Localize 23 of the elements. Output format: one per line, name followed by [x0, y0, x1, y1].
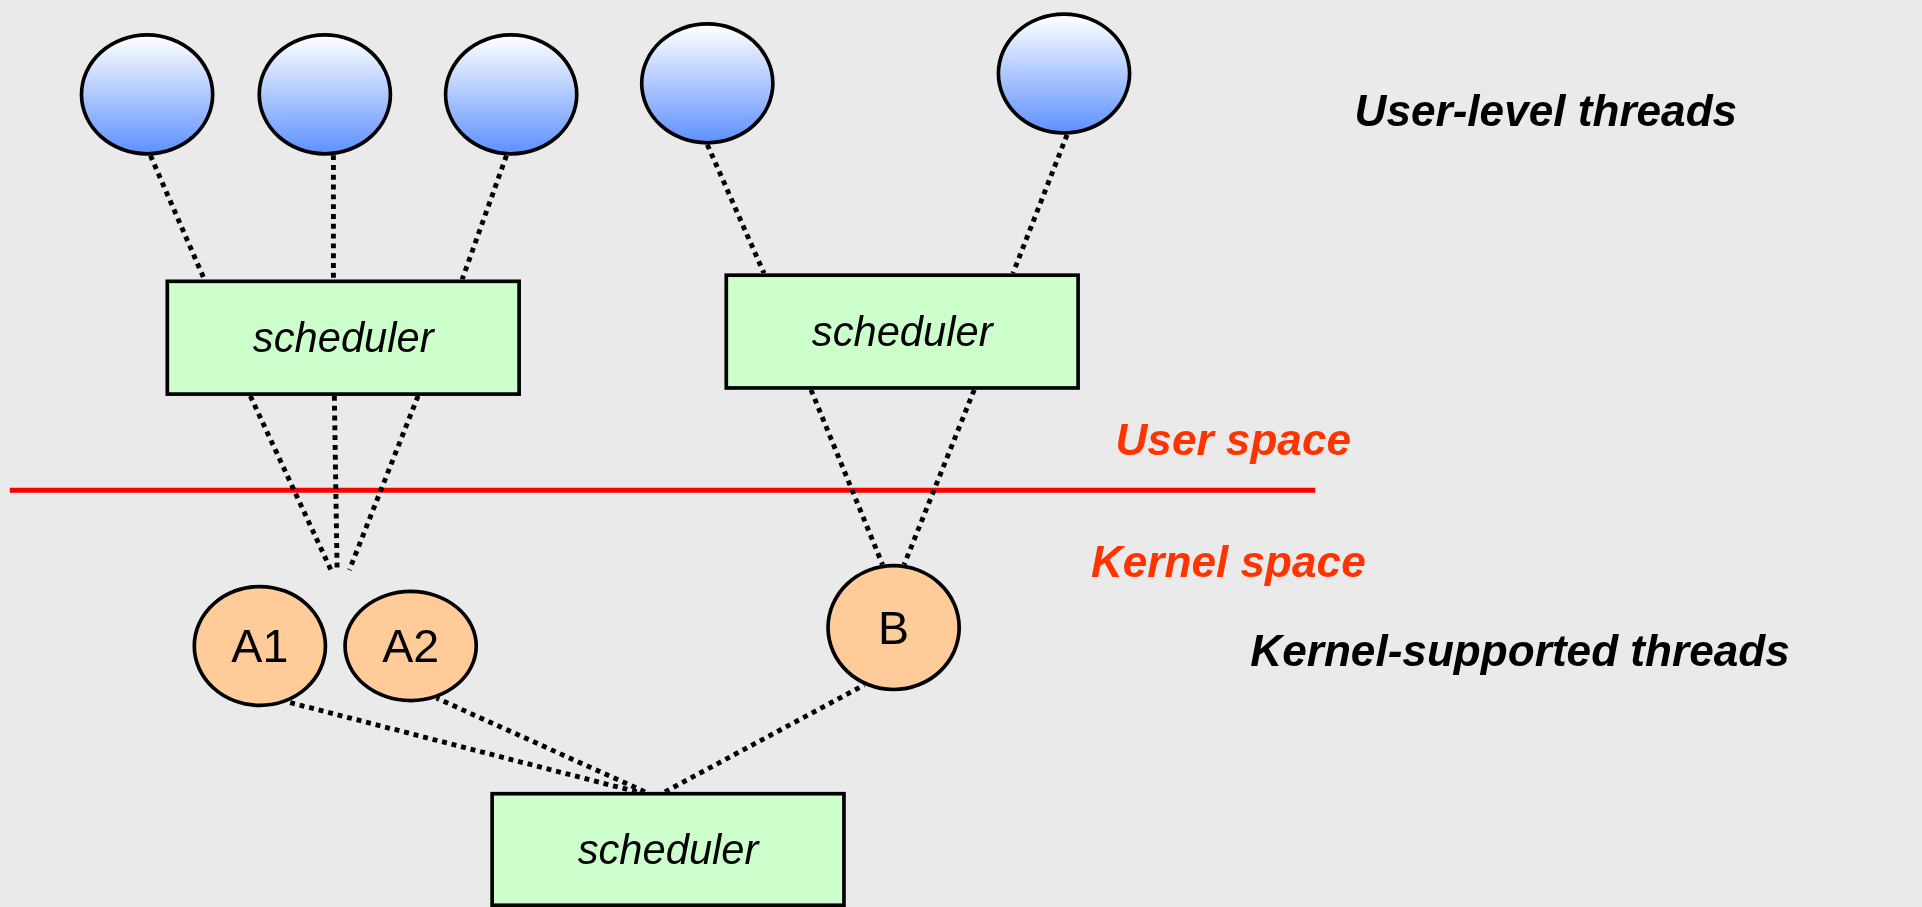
dotted-line	[347, 395, 421, 571]
dotted-line	[459, 154, 509, 281]
section-heading: Kernel-supported threads	[1250, 625, 1790, 677]
node-label: scheduler	[577, 825, 759, 874]
scheduler-box	[724, 273, 1080, 390]
node-label: A1	[231, 619, 289, 673]
node-label: scheduler	[811, 307, 993, 356]
node-label: B	[878, 601, 910, 654]
region-label: User space	[1115, 414, 1351, 466]
scheduler-box	[165, 279, 521, 396]
scheduler-box	[490, 791, 846, 907]
dotted-line	[901, 388, 977, 566]
section-heading: User-level threads	[1354, 85, 1738, 138]
dotted-line	[808, 388, 885, 566]
node-label: scheduler	[252, 313, 434, 362]
region-label: Kernel space	[1090, 536, 1366, 589]
dotted-line	[331, 395, 340, 571]
dotted-line	[148, 154, 207, 281]
dotted-line	[248, 394, 334, 572]
dotted-line	[1010, 133, 1070, 275]
dotted-line	[705, 143, 767, 275]
node-label: A2	[382, 619, 440, 673]
dotted-line	[330, 155, 336, 280]
